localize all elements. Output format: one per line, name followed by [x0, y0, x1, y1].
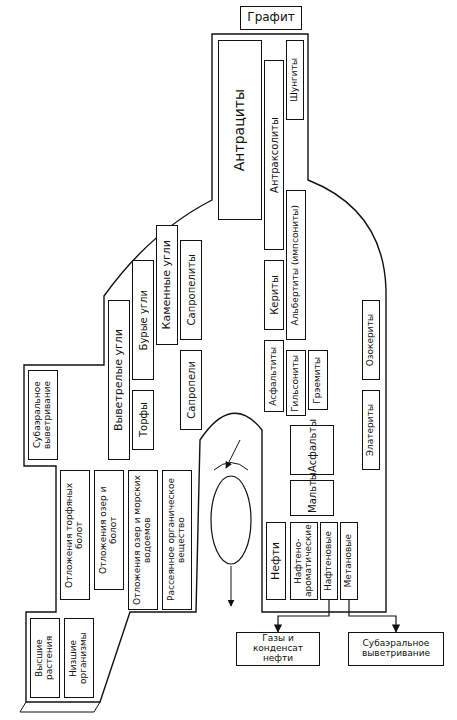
band-label: Антраксолиты	[269, 117, 280, 193]
band-label: Грэемиты	[313, 357, 323, 404]
band-label: Озокериты	[366, 314, 376, 366]
band-label: Нафтено-ароматические	[294, 525, 314, 597]
classification-band: Сапропели	[180, 350, 202, 430]
classification-band: Отложения озер и морских водоемов	[128, 470, 158, 610]
band-label: Сапропели	[186, 361, 197, 419]
band-label: Каменные угли	[161, 240, 173, 329]
classification-band: Газы и конденсат нефти	[236, 632, 320, 666]
classification-band: Нафтено-ароматические	[290, 522, 318, 600]
classification-band: Гильсониты	[286, 350, 306, 416]
band-label: Нефти	[270, 542, 282, 580]
classification-band: Высшие растения	[30, 618, 60, 698]
flow-connector	[278, 600, 329, 632]
classification-band: Нефти	[266, 522, 286, 600]
classification-band: Шунгиты	[286, 40, 304, 120]
classification-band: Озокериты	[362, 300, 380, 380]
classification-band: Нафтеновые	[320, 522, 338, 600]
band-label: Отложения озер и болот	[99, 473, 119, 587]
band-label: Торфы	[138, 402, 149, 437]
classification-band: Выветрелые угли	[108, 300, 130, 460]
classification-band: Торфы	[132, 390, 154, 450]
band-label: Отложения озер и морских водоемов	[133, 473, 153, 607]
band-label: Нафтеновые	[324, 531, 334, 591]
band-label: Субаэральное выветривание	[351, 639, 441, 659]
classification-band: Отложения торфяных болот	[60, 470, 90, 600]
band-label: Высшие растения	[35, 621, 55, 695]
band-label: Гильсониты	[291, 355, 301, 412]
classification-band: Субаэральное выветривание	[348, 632, 444, 666]
classification-band: Каменные угли	[156, 225, 178, 345]
band-label: Бурые угли	[138, 290, 149, 350]
band-label: Графит	[247, 11, 294, 24]
band-label: Отложения торфяных болот	[65, 473, 85, 597]
band-label: Мальты	[307, 483, 318, 513]
band-label: Шунгиты	[290, 58, 300, 102]
band-label: Рассеянное органическое вещество	[167, 473, 187, 607]
band-label: Асфальты	[307, 428, 318, 472]
band-label: Альбертиты (импсониты)	[291, 205, 301, 325]
flow-arrow	[226, 440, 240, 468]
band-label: Низшие организмы	[69, 621, 89, 695]
classification-band: Мальты	[290, 480, 334, 516]
band-label: Элатериты	[366, 404, 376, 456]
swirl	[214, 463, 248, 471]
classification-band: Грэемиты	[308, 350, 328, 410]
band-label: Сапропелиты	[186, 254, 197, 325]
classification-band: Антрациты	[218, 40, 262, 220]
classification-band: Низшие организмы	[64, 618, 94, 698]
classification-band: Рассеянное органическое вещество	[162, 470, 192, 610]
classification-band: Кериты	[264, 260, 284, 330]
classification-band: Графит	[240, 6, 302, 30]
classification-band: Антраксолиты	[264, 60, 284, 250]
classification-band: Элатериты	[362, 390, 380, 470]
band-label: Антрациты	[232, 89, 247, 171]
band-label: Асфальтиты	[269, 347, 279, 406]
classification-band: Бурые угли	[132, 260, 154, 380]
flow-arrow	[231, 566, 232, 606]
band-label: Субаэральное выветривание	[33, 373, 53, 457]
classification-band: Асфальты	[290, 425, 334, 475]
classification-band: Отложения озер и болот	[94, 470, 124, 590]
classification-band: Альбертиты (импсониты)	[286, 190, 306, 340]
funnel-outline	[24, 34, 386, 702]
classification-band: Метановые	[340, 522, 358, 600]
band-label: Кериты	[269, 275, 280, 315]
flow-connector	[349, 600, 396, 632]
classification-band: Субаэральное выветривание	[28, 370, 58, 460]
classification-band: Сапропелиты	[180, 240, 202, 340]
base-edge	[20, 702, 100, 712]
classification-band: Асфальтиты	[264, 340, 284, 412]
band-label: Газы и конденсат нефти	[239, 634, 317, 664]
band-label: Выветрелые угли	[113, 329, 125, 431]
swirl	[211, 476, 251, 564]
band-label: Метановые	[344, 534, 354, 587]
